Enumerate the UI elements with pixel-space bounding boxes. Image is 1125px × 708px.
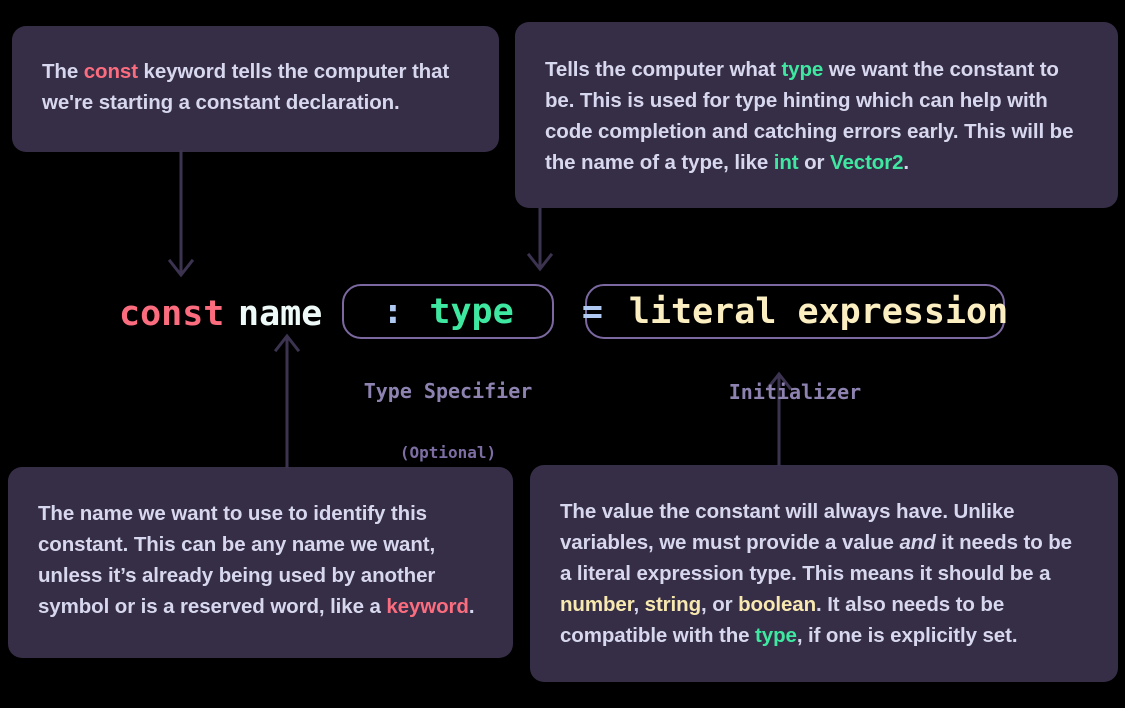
callout-value-text-2: have. Unlike variables, we must provide … bbox=[560, 500, 1015, 554]
syntax-diagram: const name : type Type Specifier (Option… bbox=[0, 272, 1125, 462]
label-initializer: Initializer bbox=[585, 341, 1005, 443]
token-name-placeholder: name bbox=[238, 294, 323, 334]
callout-value-text-3: it needs to be a literal expression type… bbox=[560, 531, 1072, 585]
arrow-const-to-keyword bbox=[165, 150, 197, 280]
inline-emphasis-always: always bbox=[823, 500, 891, 523]
token-literal-expression: literal expression bbox=[628, 291, 1009, 332]
inline-type-int: int bbox=[773, 151, 799, 174]
callout-type-text-4: . bbox=[903, 151, 910, 174]
callout-type-specifier: Tells the computer what type we want the… bbox=[515, 22, 1118, 208]
callout-const-text: The const keyword tells the computer tha… bbox=[42, 60, 449, 114]
inline-literal-boolean: boolean bbox=[738, 593, 816, 616]
callout-type-text: Tells the computer what type we want the… bbox=[545, 58, 1074, 174]
callout-initializer: The value the constant will always have.… bbox=[530, 465, 1118, 682]
callout-value-text-4: , bbox=[633, 593, 645, 616]
callout-type-text-1: Tells the computer what bbox=[545, 58, 782, 81]
inline-type-reference: type bbox=[755, 624, 797, 647]
label-type-specifier-main: Type Specifier bbox=[363, 379, 533, 403]
label-initializer-main: Initializer bbox=[728, 380, 862, 404]
token-type-placeholder: type bbox=[429, 291, 514, 332]
callout-value-text-1: The value the constant will bbox=[560, 500, 824, 523]
callout-name-text: The name we want to use to identify this… bbox=[38, 502, 475, 618]
callout-value-text: The value the constant will always have.… bbox=[560, 500, 1072, 647]
label-type-specifier: Type Specifier (Optional) bbox=[342, 340, 554, 502]
callout-name-text-2: . bbox=[468, 595, 475, 618]
inline-type-vector2: Vector2 bbox=[830, 151, 904, 174]
callout-const-text-1: The bbox=[42, 60, 84, 83]
arrow-value-to-initializer bbox=[763, 371, 795, 466]
operator-colon: : bbox=[382, 291, 404, 332]
callout-value-text-6: . It also needs to be compatible with th… bbox=[560, 593, 1005, 647]
label-type-specifier-optional: (Optional) bbox=[399, 443, 497, 462]
inline-literal-number: number bbox=[560, 593, 634, 616]
group-type-specifier: : type bbox=[342, 284, 554, 339]
callout-type-text-3: or bbox=[798, 151, 831, 174]
callout-name-text-1: The name we want to use to identify this… bbox=[38, 502, 436, 618]
callout-name: The name we want to use to identify this… bbox=[8, 467, 513, 658]
operator-equals: = bbox=[581, 291, 603, 332]
callout-const-text-2: keyword tells the computer that we're st… bbox=[42, 60, 450, 114]
group-initializer: = literal expression bbox=[581, 284, 1009, 339]
callout-value-text-7: , if one is explicitly set. bbox=[796, 624, 1018, 647]
arrow-type-to-type-specifier bbox=[524, 208, 556, 274]
callout-type-text-2: we want the constant to be. This is used… bbox=[545, 58, 1074, 174]
arrow-name-to-name bbox=[271, 333, 303, 468]
inline-keyword-reserved: keyword bbox=[386, 595, 469, 618]
inline-type-token: type bbox=[781, 58, 824, 81]
callout-const-keyword: The const keyword tells the computer tha… bbox=[12, 26, 499, 152]
token-const-keyword: const bbox=[119, 294, 225, 334]
inline-literal-string: string bbox=[644, 593, 702, 616]
inline-keyword-const: const bbox=[83, 60, 138, 83]
inline-emphasis-and: and bbox=[899, 531, 936, 554]
callout-value-text-5: , or bbox=[701, 593, 739, 616]
